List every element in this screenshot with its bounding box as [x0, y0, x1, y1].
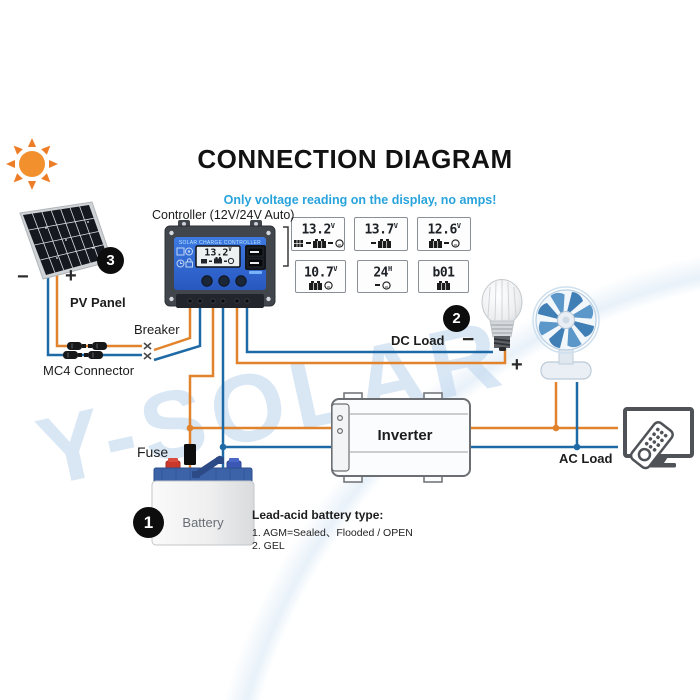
mc4-connector-label: MC4 Connector [43, 363, 135, 378]
fan-blades [538, 292, 594, 348]
lcd-display-3: 12.6V [417, 217, 471, 251]
dash-mark [371, 242, 376, 244]
wires [46, 226, 618, 470]
controller-image [164, 220, 276, 308]
battery-icon [308, 280, 322, 290]
dc-load-positive-wire [235, 300, 507, 365]
battery-image [151, 455, 255, 546]
battery-label: Battery [182, 515, 224, 530]
battery-icon [428, 238, 442, 248]
fan-image [532, 286, 600, 380]
breaker-label: Breaker [134, 322, 180, 337]
pv-plus-sign: + [65, 265, 77, 287]
controller-label: Controller (12V/24V Auto) [152, 208, 295, 222]
lcd-display-2: 13.7V [354, 217, 408, 251]
bulb-icon [450, 238, 460, 248]
dc-plus-sign: + [511, 354, 523, 376]
dash-mark [305, 242, 311, 244]
controller-lcd-icons [201, 257, 235, 265]
battery-icon [312, 238, 326, 248]
dc-load-label: DC Load [391, 333, 445, 348]
pv-minus-sign: − [17, 266, 29, 288]
badge-pv-panel: 3 [97, 247, 124, 274]
inverter-image [331, 392, 471, 483]
controller-lcd-value: 13.2V [204, 247, 232, 259]
usb-label-smudge [249, 271, 262, 274]
bulb-icon [323, 280, 333, 290]
pv-negative-wire [46, 277, 202, 362]
subtitle-note: Only voltage reading on the display, no … [223, 193, 497, 207]
controller-mode-icons [176, 247, 193, 268]
breaker-symbol [143, 342, 152, 360]
lcd-display-1: 13.2V [291, 217, 345, 251]
page-title: CONNECTION DIAGRAM [197, 144, 513, 174]
battery-negative-wire [221, 300, 334, 470]
ac-negative-wire [466, 382, 618, 449]
controller-buttons [201, 275, 247, 287]
usb-ports [245, 245, 266, 270]
fuse-label: Fuse [137, 444, 169, 460]
lcd-zoom-bracket [283, 226, 289, 267]
pv-panel-label: PV Panel [70, 295, 126, 310]
lcd-display-5: 24H [357, 260, 408, 293]
inverter-label: Inverter [377, 427, 433, 444]
badge-battery: 1 [133, 507, 164, 538]
battery-positive-wire [188, 300, 334, 470]
battery-note-heading: Lead-acid battery type: [252, 508, 384, 522]
terminal-strip [176, 294, 264, 308]
badge-dc-load: 2 [443, 305, 470, 332]
battery-icon [378, 238, 391, 248]
dash-mark [443, 242, 449, 244]
controller-face-text: SOLAR CHARGE CONTROLLER [178, 239, 262, 246]
remote-icon [629, 421, 674, 470]
battery-note-line1: 1. AGM=Sealed、Flooded / OPEN [252, 527, 413, 539]
fuse-icon [184, 444, 196, 465]
ac-positive-wire [466, 382, 618, 430]
led-bulb-image [481, 279, 523, 351]
battery-icon [437, 280, 450, 290]
ac-load-label: AC Load [559, 451, 613, 466]
lcd-display-4: 10.7V [295, 260, 346, 293]
sun-icon [6, 138, 58, 190]
battery-note-line2: 2. GEL [252, 540, 285, 552]
panel-icon [293, 239, 303, 247]
bulb-icon [334, 238, 344, 248]
lcd-display-6: b01 [418, 260, 469, 293]
bulb-icon [381, 280, 391, 290]
dc-minus-sign: − [462, 328, 475, 351]
pv-positive-wire [55, 275, 192, 352]
dash-mark [327, 242, 333, 244]
dash-mark [374, 284, 380, 286]
dc-load-negative-wire [245, 300, 493, 354]
pv-panel-image [19, 201, 113, 280]
mc4-connector-icons [63, 342, 107, 359]
junction-dots [186, 424, 581, 451]
